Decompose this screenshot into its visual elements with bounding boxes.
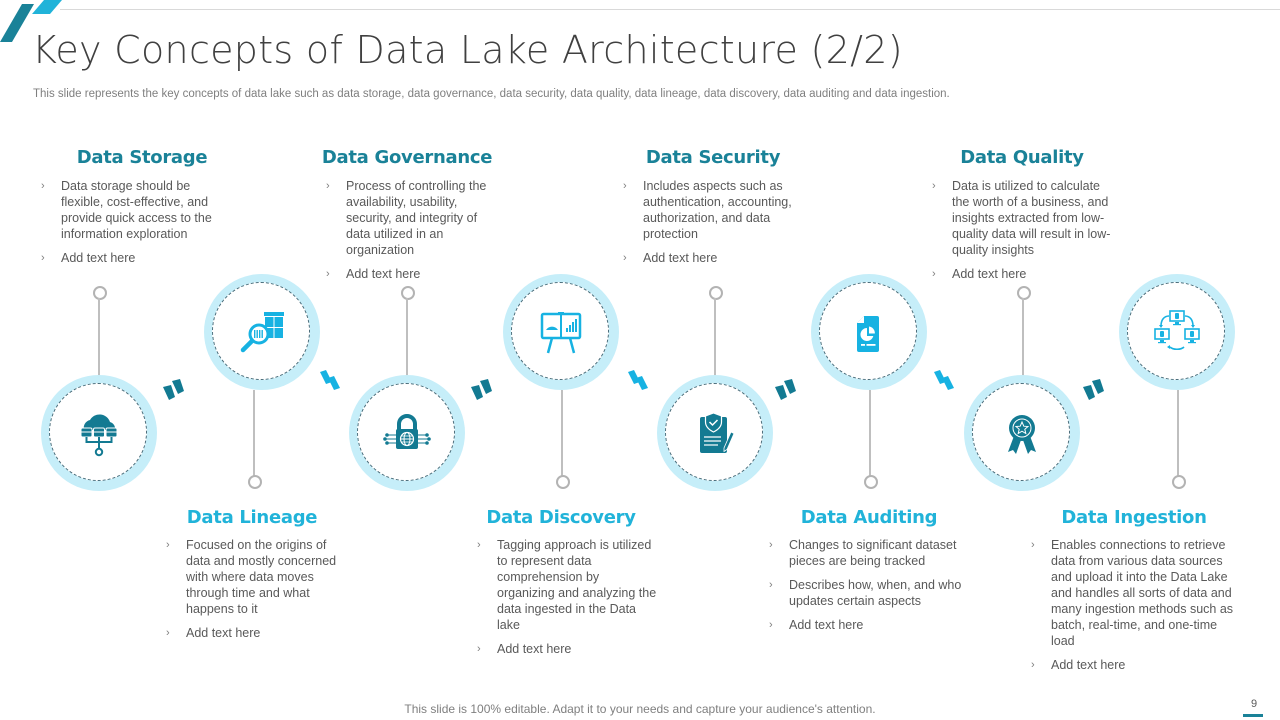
- bullet-item: ›Tagging approach is utilized to represe…: [477, 538, 657, 632]
- chevron-right-icon: ›: [932, 180, 936, 192]
- heading-data-quality: Data Quality: [960, 147, 1084, 168]
- connector-node: [1172, 475, 1186, 489]
- concept-circle-data-storage[interactable]: [41, 375, 157, 491]
- chevron-right-icon: ›: [769, 539, 773, 551]
- bullets-data-auditing: ›Changes to significant dataset pieces a…: [769, 537, 974, 641]
- heading-data-discovery: Data Discovery: [486, 507, 636, 528]
- connector-line: [253, 390, 255, 476]
- bullet-item: ›Describes how, when, and who updates ce…: [769, 578, 962, 608]
- chevron-right-icon: ›: [623, 252, 627, 264]
- page-number: 9: [1250, 698, 1258, 710]
- heading-data-ingestion: Data Ingestion: [1061, 507, 1207, 528]
- double-chevron-arrow-icon: [163, 379, 184, 400]
- report-pie-chart-document-icon: [857, 316, 879, 352]
- connector-line: [1022, 298, 1024, 378]
- bullets-data-lineage: ›Focused on the origins of data and most…: [166, 537, 346, 649]
- bullet-item: ›Data is utilized to calculate the worth…: [932, 179, 1111, 257]
- page-subtitle: This slide represents the key concepts o…: [33, 88, 950, 100]
- connector-line: [406, 298, 408, 378]
- chevron-right-icon: ›: [623, 180, 627, 192]
- heading-data-auditing: Data Auditing: [800, 507, 938, 528]
- chevron-right-icon: ›: [41, 252, 45, 264]
- bullets-data-discovery: ›Tagging approach is utilized to represe…: [477, 537, 657, 665]
- bullets-data-quality: ›Data is utilized to calculate the worth…: [932, 178, 1117, 290]
- chevron-right-icon: ›: [166, 539, 170, 551]
- page-number-underline: [1243, 714, 1263, 717]
- heading-data-lineage: Data Lineage: [186, 507, 318, 528]
- chevron-right-icon: ›: [326, 268, 330, 280]
- award-ribbon-badge-icon: [1008, 415, 1036, 454]
- connector-line: [869, 390, 871, 476]
- double-chevron-arrow-icon: [628, 370, 648, 390]
- footer-note: This slide is 100% editable. Adapt it to…: [404, 702, 876, 716]
- bullet-item: ›Enables connections to retrieve data fr…: [1031, 538, 1234, 648]
- double-chevron-arrow-icon: [1083, 379, 1104, 400]
- chevron-right-icon: ›: [769, 619, 773, 631]
- heading-data-storage: Data Storage: [76, 147, 208, 168]
- bullet-item: ›Changes to significant dataset pieces a…: [769, 538, 957, 568]
- chevron-right-icon: ›: [166, 627, 170, 639]
- connector-node: [1017, 286, 1031, 300]
- presentation-board-chart-icon: [540, 312, 582, 354]
- concept-circle-data-ingestion[interactable]: [1119, 274, 1235, 390]
- top-divider: [60, 9, 1280, 10]
- double-chevron-arrow-icon: [471, 379, 492, 400]
- bullet-item: ›Add text here: [932, 267, 1027, 281]
- chevron-right-icon: ›: [769, 579, 773, 591]
- slash-decoration-icon: [0, 0, 62, 42]
- connector-line: [714, 298, 716, 378]
- connector-node: [709, 286, 723, 300]
- concept-circle-data-lineage[interactable]: [204, 274, 320, 390]
- connector-line: [561, 390, 563, 476]
- chevron-right-icon: ›: [932, 268, 936, 280]
- bullet-item: ›Process of controlling the availability…: [326, 179, 487, 257]
- connector-node: [248, 475, 262, 489]
- concept-circle-data-security[interactable]: [657, 375, 773, 491]
- bullet-item: ›Add text here: [769, 618, 864, 632]
- cloud-storage-network-icon: [80, 414, 118, 457]
- chevron-right-icon: ›: [477, 643, 481, 655]
- connector-node: [556, 475, 570, 489]
- bullet-item: ›Add text here: [166, 626, 261, 640]
- bullets-data-ingestion: ›Enables connections to retrieve data fr…: [1031, 537, 1241, 681]
- chevron-right-icon: ›: [477, 539, 481, 551]
- chevron-right-icon: ›: [1031, 539, 1035, 551]
- double-chevron-arrow-icon: [934, 370, 954, 390]
- concept-circle-data-quality[interactable]: [964, 375, 1080, 491]
- page-title: Key Concepts of Data Lake Architecture (…: [32, 28, 903, 72]
- connector-node: [401, 286, 415, 300]
- chevron-right-icon: ›: [41, 180, 45, 192]
- bullet-item: ›Add text here: [41, 251, 136, 265]
- connector-line: [98, 298, 100, 378]
- search-barcode-boxes-icon: [240, 312, 284, 353]
- concept-circle-data-discovery[interactable]: [503, 274, 619, 390]
- double-chevron-arrow-icon: [775, 379, 796, 400]
- heading-data-security: Data Security: [645, 147, 781, 168]
- connector-line: [1177, 390, 1179, 476]
- clipboard-shield-pen-icon: [700, 412, 735, 453]
- bullet-item: ›Add text here: [623, 251, 718, 265]
- double-chevron-arrow-icon: [320, 370, 340, 390]
- chevron-right-icon: ›: [1031, 659, 1035, 671]
- connector-node: [864, 475, 878, 489]
- padlock-globe-circuit-icon: [383, 414, 431, 449]
- bullet-item: ›Add text here: [477, 642, 572, 656]
- computers-sync-network-icon: [1154, 310, 1200, 351]
- bullet-item: ›Includes aspects such as authentication…: [623, 179, 792, 241]
- heading-data-governance: Data Governance: [321, 147, 493, 168]
- chevron-right-icon: ›: [326, 180, 330, 192]
- concept-circle-data-governance[interactable]: [349, 375, 465, 491]
- bullets-data-governance: ›Process of controlling the availability…: [326, 178, 501, 290]
- connector-node: [93, 286, 107, 300]
- bullet-item: ›Add text here: [326, 267, 421, 281]
- bullets-data-security: ›Includes aspects such as authentication…: [623, 178, 803, 274]
- bullets-data-storage: ›Data storage should be flexible, cost-e…: [41, 178, 226, 274]
- bullet-item: ›Add text here: [1031, 658, 1126, 672]
- bullet-item: ›Data storage should be flexible, cost-e…: [41, 179, 212, 241]
- concept-circle-data-auditing[interactable]: [811, 274, 927, 390]
- bullet-item: ›Focused on the origins of data and most…: [166, 538, 337, 616]
